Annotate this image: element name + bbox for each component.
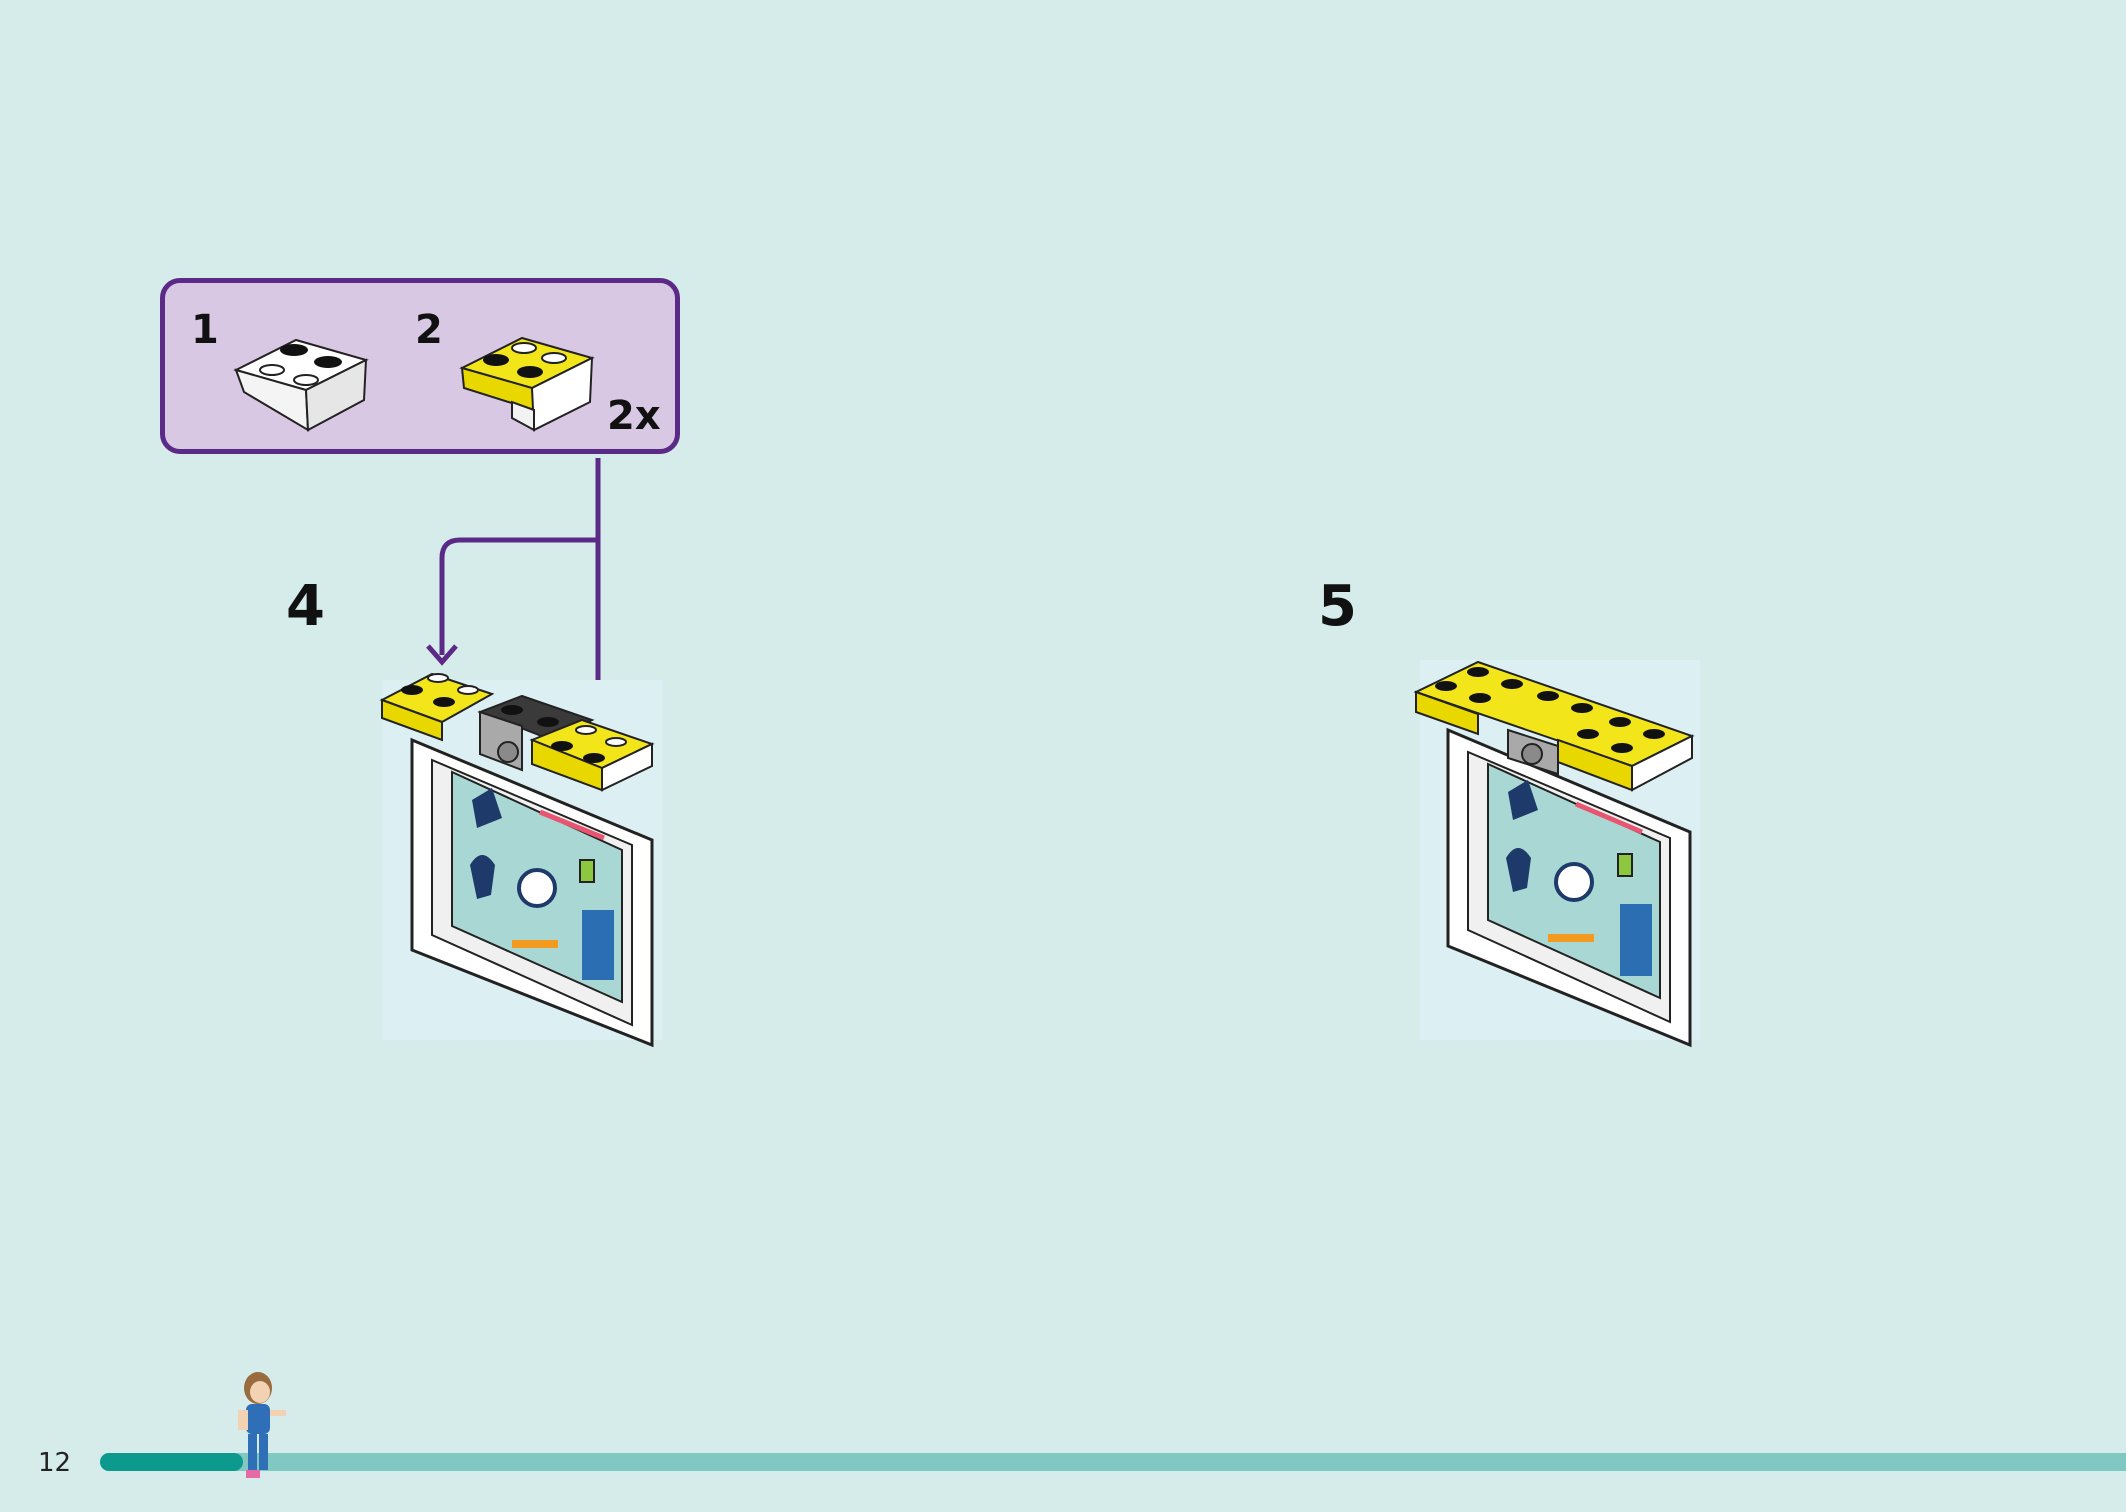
progress-track	[100, 1453, 2126, 1471]
step-5-window-assembly	[1413, 660, 1700, 1048]
part-2-number: 2	[415, 307, 443, 353]
part-1-number: 1	[191, 307, 219, 353]
part-2-quantity: 2x	[607, 393, 661, 439]
page-number: 12	[38, 1448, 72, 1478]
step-4-window-assembly	[379, 672, 662, 1048]
step-5-number: 5	[1318, 574, 1357, 639]
part-2-brick-icon	[459, 336, 595, 432]
progress-fill	[100, 1453, 243, 1471]
step-4-number: 4	[286, 574, 325, 639]
part-1-brick-icon	[233, 338, 369, 432]
minifigure-progress-marker-icon	[238, 1372, 286, 1478]
